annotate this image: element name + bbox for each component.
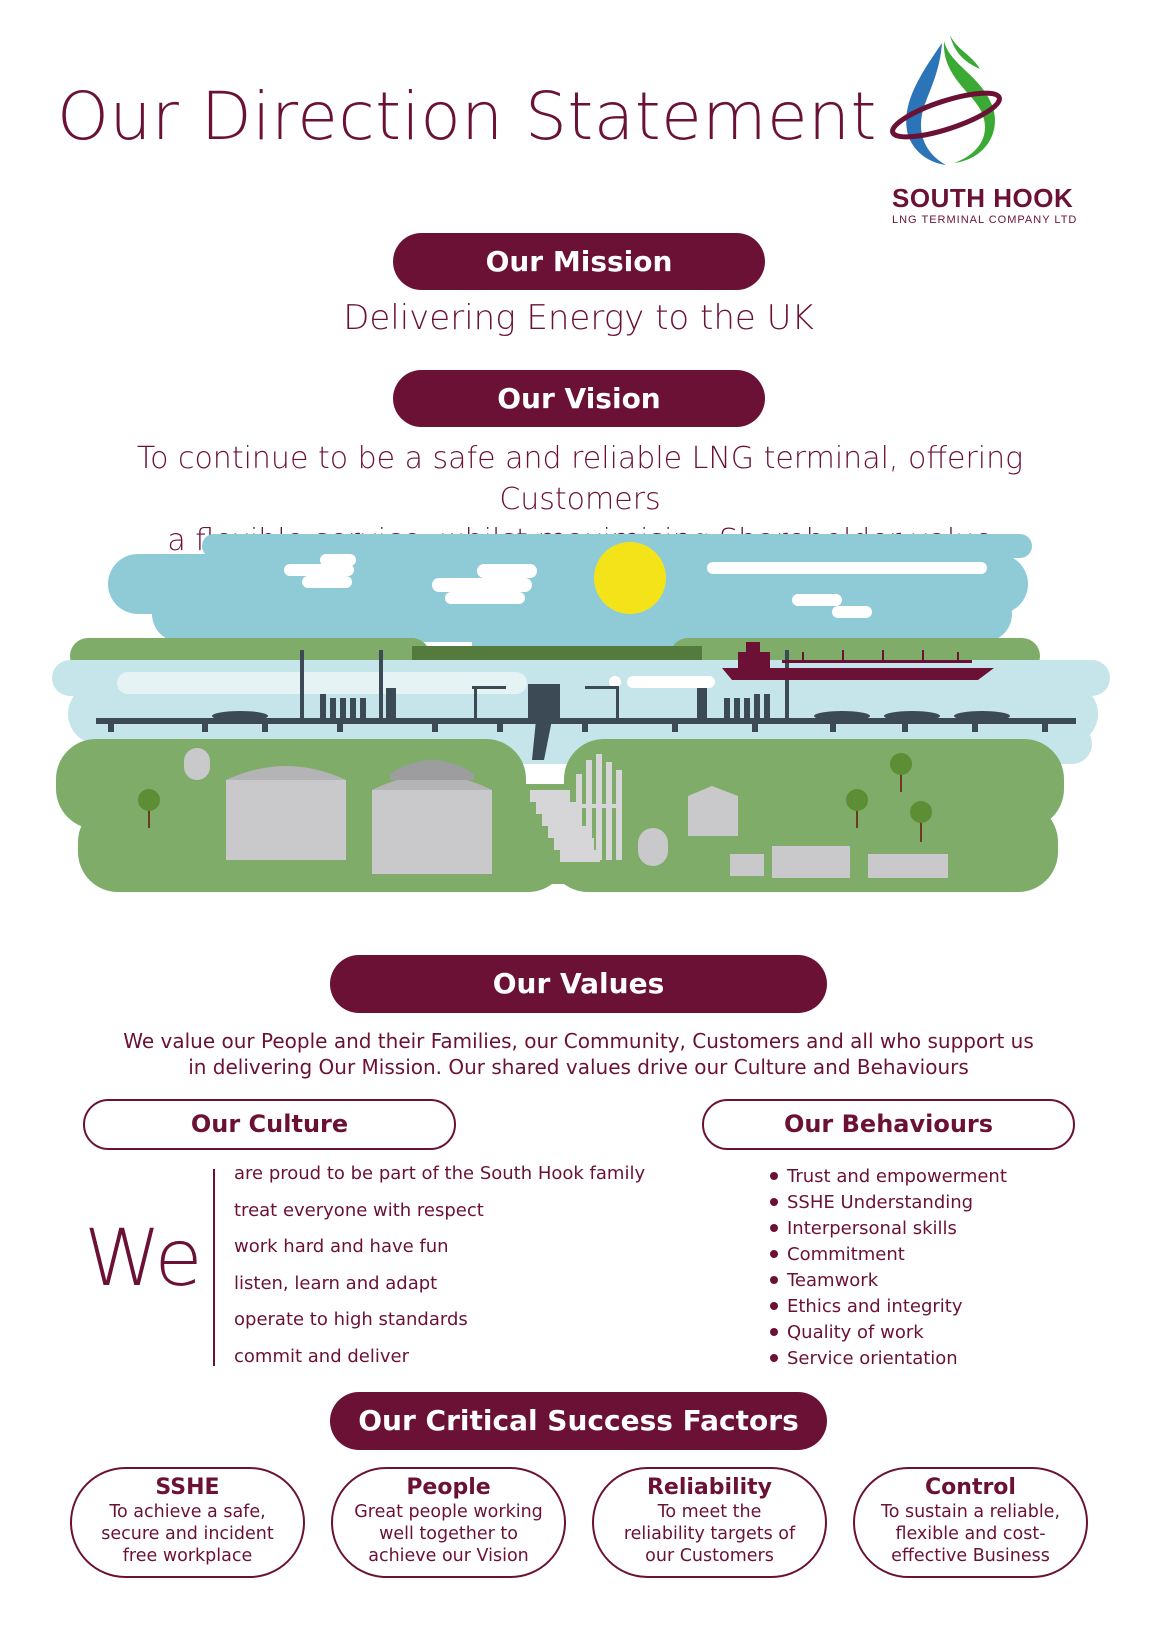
culture-heading: Our Culture — [83, 1099, 456, 1150]
bullet-icon — [770, 1198, 778, 1206]
csf-card-control: Control To sustain a reliable, flexible … — [853, 1467, 1088, 1578]
culture-list: are proud to be part of the South Hook f… — [234, 1163, 645, 1383]
mission-statement: Delivering Energy to the UK — [343, 298, 814, 338]
list-item-label: Interpersonal skills — [787, 1217, 957, 1239]
values-line-1: We value our People and their Families, … — [123, 1029, 1034, 1053]
csf-heading: Our Critical Success Factors — [330, 1392, 827, 1450]
list-item: Trust and empowerment — [770, 1163, 1007, 1189]
list-item: operate to high standards — [234, 1309, 468, 1331]
list-item: Service orientation — [770, 1345, 1007, 1371]
bullet-icon — [770, 1354, 778, 1362]
bullet-icon — [770, 1172, 778, 1180]
list-item: Quality of work — [770, 1319, 1007, 1345]
jetty — [96, 650, 1076, 760]
csf-title: Reliability — [646, 1475, 773, 1500]
list-item: SSHE Understanding — [770, 1189, 1007, 1215]
csf-title: People — [406, 1475, 491, 1500]
sun-icon — [594, 542, 666, 614]
list-item: Interpersonal skills — [770, 1215, 1007, 1241]
list-item: work hard and have fun — [234, 1236, 449, 1258]
list-item-label: Quality of work — [787, 1321, 924, 1343]
csf-card-people: People Great people working well togethe… — [331, 1467, 566, 1578]
list-item: Teamwork — [770, 1267, 1007, 1293]
lng-terminal-illustration — [52, 534, 1122, 934]
values-line-2: in delivering Our Mission. Our shared va… — [188, 1055, 969, 1079]
list-item: are proud to be part of the South Hook f… — [234, 1163, 646, 1184]
list-item-label: Service orientation — [787, 1347, 958, 1369]
list-item: Ethics and integrity — [770, 1293, 1007, 1319]
list-item-label: Teamwork — [787, 1269, 879, 1291]
process-plant — [530, 754, 622, 862]
logo-name: SOUTH HOOK — [892, 183, 1074, 213]
list-item: listen, learn and adapt — [234, 1272, 438, 1294]
bullet-icon — [770, 1328, 778, 1336]
bullet-icon — [770, 1250, 778, 1258]
logo-subtitle: LNG TERMINAL COMPANY LTD — [892, 214, 1078, 226]
bullet-icon — [770, 1224, 778, 1232]
page-title: Our Direction Statement — [57, 78, 877, 155]
csf-card-reliability: Reliability To meet the reliability targ… — [592, 1467, 827, 1578]
bullet-icon — [770, 1276, 778, 1284]
vision-line-1: To continue to be a safe and reliable LN… — [136, 441, 1024, 517]
csf-card-sshe: SSHE To achieve a safe, secure and incid… — [70, 1467, 305, 1578]
divider — [213, 1169, 215, 1366]
csf-description: To achieve a safe, secure and incident f… — [101, 1502, 274, 1566]
list-item: commit and deliver — [234, 1345, 409, 1367]
list-item-label: Commitment — [787, 1243, 905, 1265]
list-item: Commitment — [770, 1241, 1007, 1267]
csf-title: Control — [925, 1475, 1016, 1500]
csf-description: Great people working well together to ac… — [354, 1502, 543, 1566]
south-hook-logo-icon — [890, 35, 1002, 165]
storage-tank-icon — [226, 760, 492, 874]
we-word: We — [84, 1214, 203, 1304]
list-item: treat everyone with respect — [234, 1199, 484, 1221]
list-item-label: SSHE Understanding — [787, 1191, 974, 1213]
csf-description: To meet the reliability targets of our C… — [623, 1502, 796, 1566]
behaviours-heading: Our Behaviours — [702, 1099, 1075, 1150]
lng-tanker-icon — [722, 642, 994, 680]
values-statement: We value our People and their Families, … — [90, 1028, 1067, 1080]
sky — [108, 534, 1032, 654]
list-item-label: Ethics and integrity — [787, 1295, 963, 1317]
tree-icon — [138, 753, 932, 842]
company-logo: SOUTH HOOK LNG TERMINAL COMPANY LTD — [880, 35, 1090, 230]
list-item-label: Trust and empowerment — [787, 1165, 1007, 1187]
csf-title: SSHE — [155, 1475, 220, 1500]
mission-heading: Our Mission — [393, 233, 765, 290]
cloud-icon — [284, 554, 987, 618]
vision-heading: Our Vision — [393, 370, 765, 427]
values-heading: Our Values — [330, 955, 827, 1013]
bullet-icon — [770, 1302, 778, 1310]
csf-description: To sustain a reliable, flexible and cost… — [880, 1502, 1061, 1566]
behaviours-list: Trust and empowerment SSHE Understanding… — [770, 1163, 1007, 1371]
